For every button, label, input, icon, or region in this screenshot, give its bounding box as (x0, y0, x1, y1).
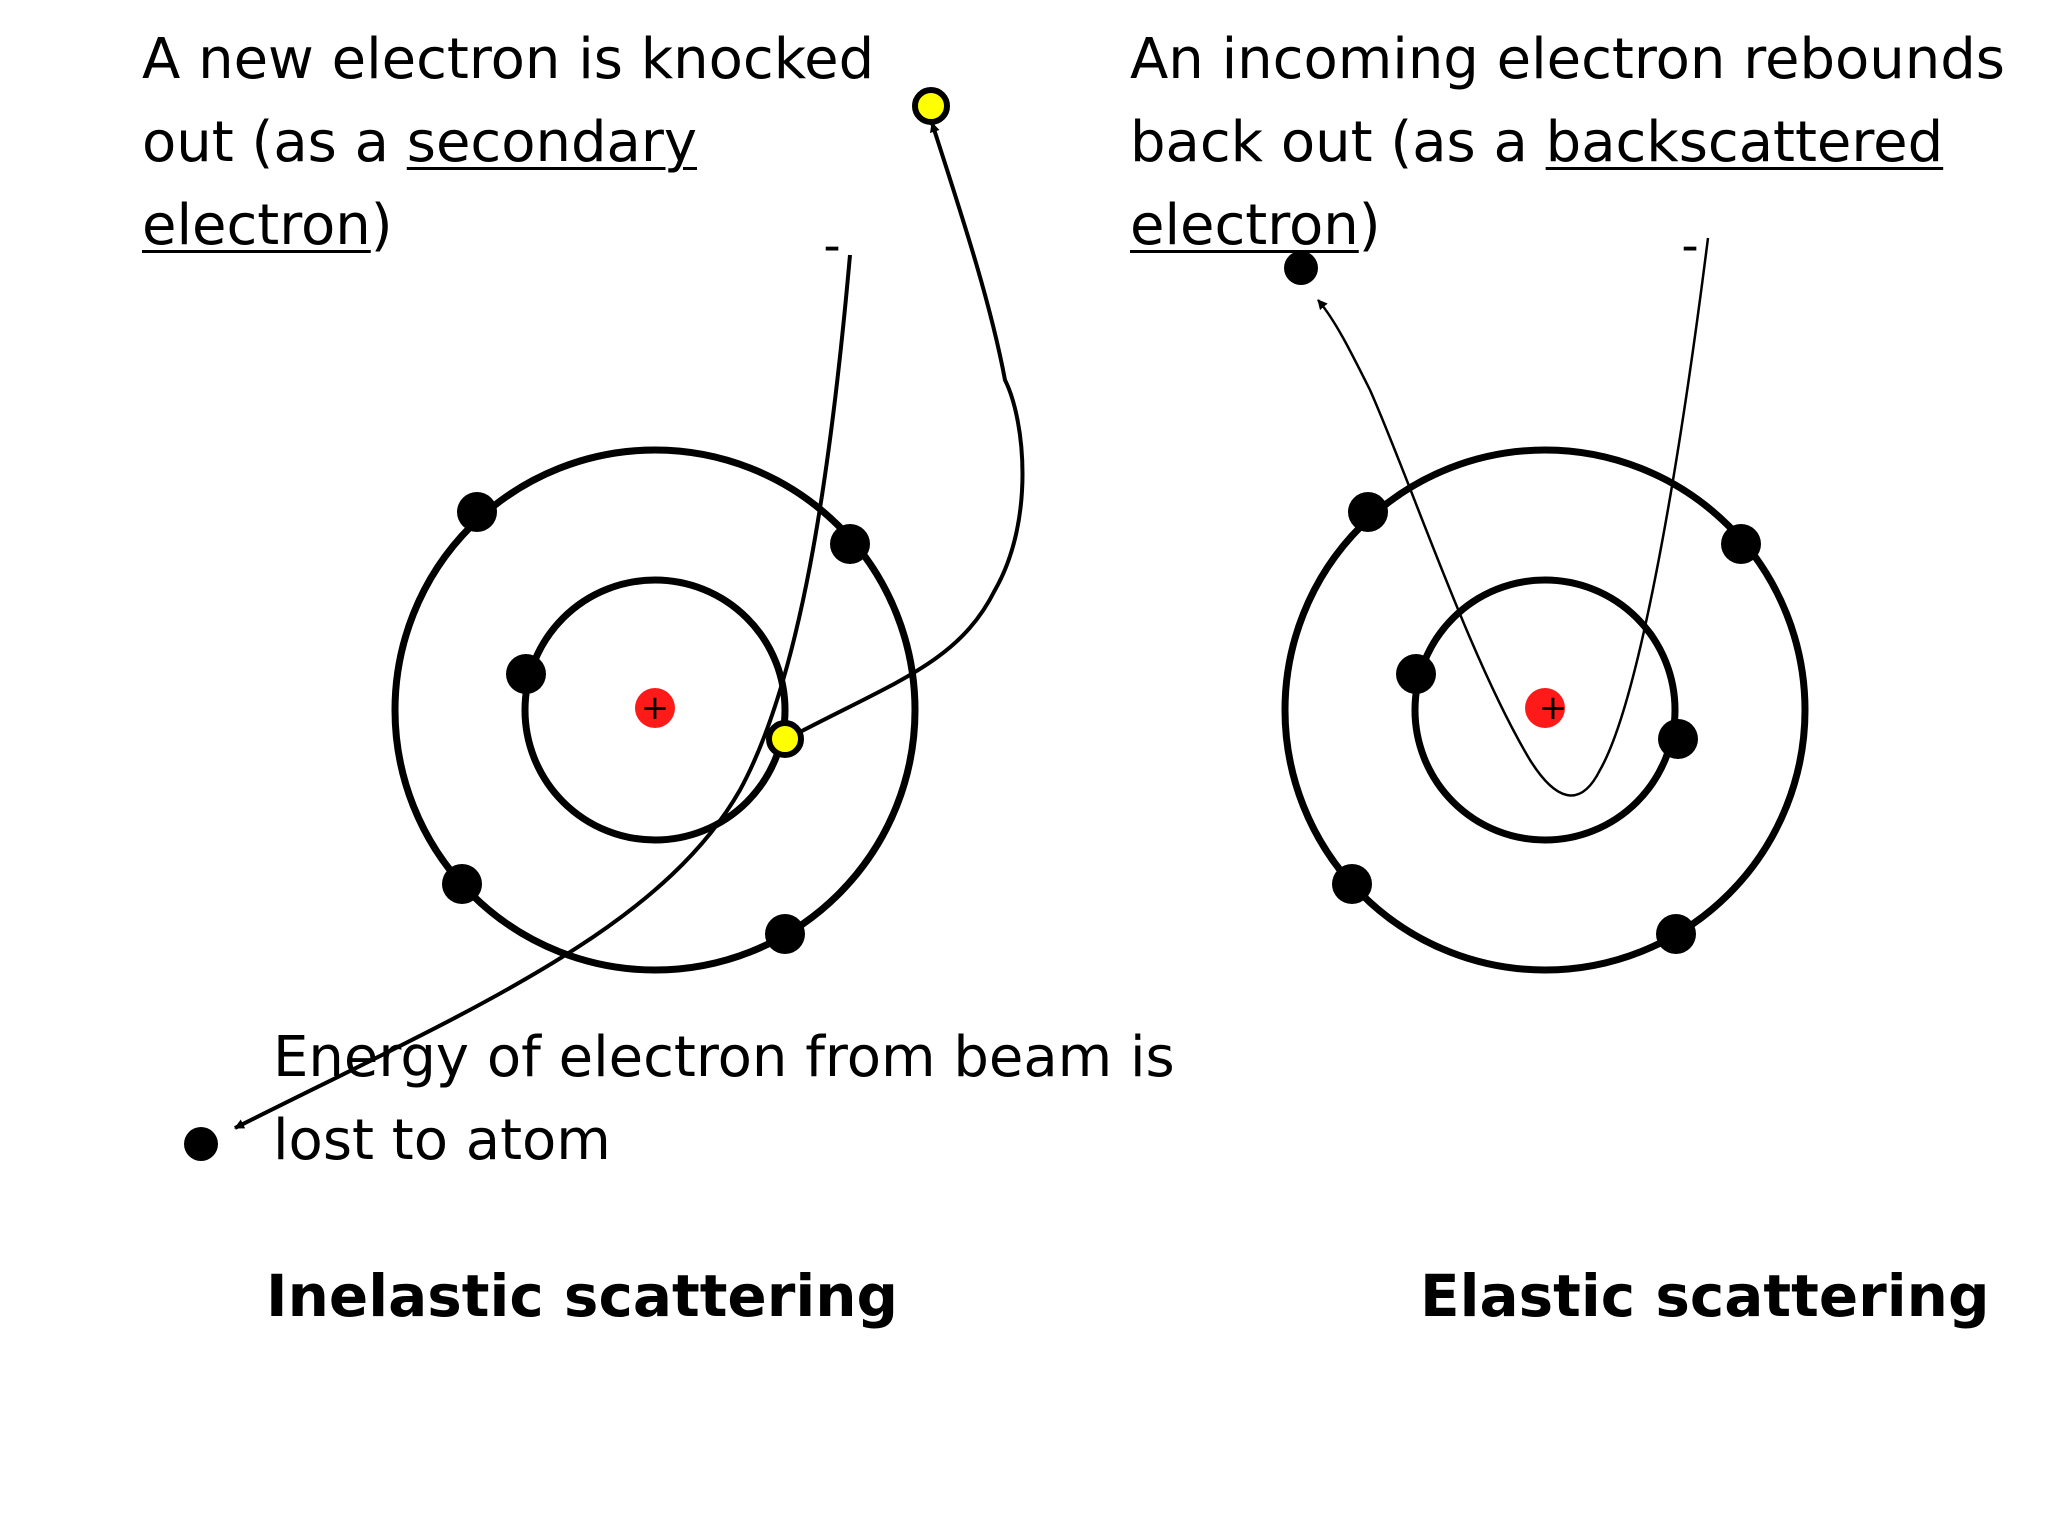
electron-left-2 (830, 524, 870, 564)
electron-term-left: electron (142, 193, 371, 258)
nucleus-sign-left: + (641, 688, 670, 728)
electron-right-3 (1396, 654, 1436, 694)
elastic-caption: An incoming electron rebounds back out (… (1130, 18, 2005, 267)
inelastic-caption-line3-post: ) (370, 193, 393, 258)
nucleus-right (1525, 688, 1565, 728)
backscatter-path (1317, 237, 1710, 797)
elastic-caption-line2-pre: back out (as a (1130, 110, 1546, 175)
secondary-electron-origin (766, 720, 804, 758)
inelastic-caption-line2-pre: out (as a (142, 110, 407, 175)
charge-sign-right: - (1681, 218, 1698, 274)
scattered-beam-electron (184, 1127, 218, 1161)
secondary-term: secondary (406, 110, 697, 175)
ejected-secondary-electron (912, 87, 950, 125)
backscattered-term: backscattered (1545, 110, 1944, 175)
electron-right-6 (1656, 914, 1696, 954)
inelastic-caption-line2: out (as a secondary (142, 101, 874, 184)
elastic-caption-line2: back out (as a backscattered (1130, 101, 2005, 184)
inner-orbit-left (521, 576, 789, 844)
energy-note-line2: lost to atom (273, 1108, 611, 1173)
elastic-caption-line3: electron) (1130, 184, 2005, 267)
elastic-caption-line3-post: ) (1358, 193, 1381, 258)
nucleus-sign-right: + (1539, 688, 1568, 728)
backscattered-electron (1284, 251, 1318, 285)
incoming-beam-path-left (234, 254, 852, 1130)
charge-sign-left: - (823, 218, 840, 274)
inner-orbit-right (1411, 576, 1679, 844)
elastic-title: Elastic scattering (1420, 1262, 1990, 1330)
electron-left-3 (506, 654, 546, 694)
electron-right-1 (1348, 492, 1388, 532)
elastic-caption-line1: An incoming electron rebounds (1130, 27, 2005, 92)
outer-orbit-right (1281, 446, 1809, 974)
inelastic-caption-line3: electron) (142, 184, 874, 267)
inelastic-caption-line1: A new electron is knocked (142, 27, 875, 92)
nucleus-left (635, 688, 675, 728)
electron-right-4 (1658, 719, 1698, 759)
elastic-atom: + - (1281, 218, 1809, 974)
inelastic-atom: + - (184, 87, 1025, 1161)
electron-left-5 (765, 914, 805, 954)
electron-right-2 (1721, 524, 1761, 564)
outer-orbit-left (391, 446, 919, 974)
secondary-ejection-path (799, 122, 1025, 734)
electron-right-5 (1332, 864, 1372, 904)
inelastic-title: Inelastic scattering (266, 1262, 899, 1330)
inelastic-caption: A new electron is knocked out (as a seco… (142, 18, 874, 267)
electron-left-4 (442, 864, 482, 904)
electron-left-1 (457, 492, 497, 532)
electron-term-right: electron (1130, 193, 1359, 258)
